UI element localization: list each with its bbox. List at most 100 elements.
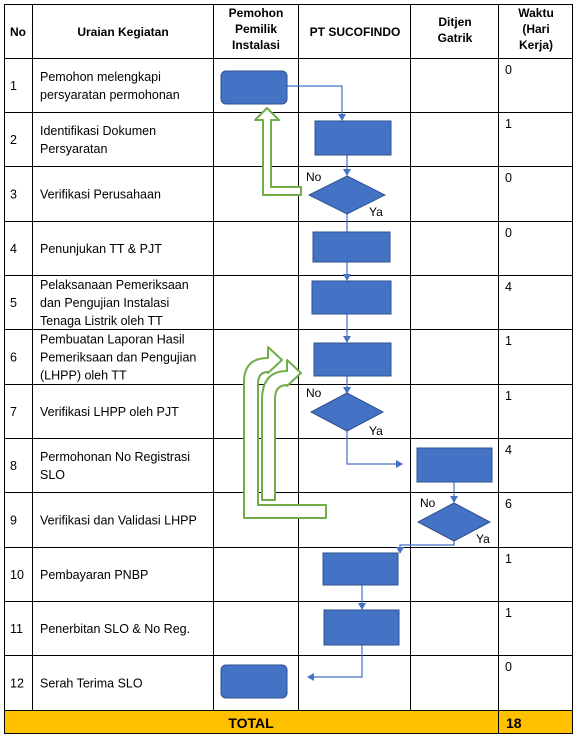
row-description-line: Penunjukan TT & PJT	[40, 242, 162, 256]
row-number: 6	[10, 351, 17, 365]
row-waktu: 0	[505, 226, 512, 240]
process-serah-terima-pemohon	[220, 664, 288, 699]
table-row: 4 Penunjukan TT & PJT 0	[10, 226, 512, 256]
header-uraian: Uraian Kegiatan	[77, 25, 168, 39]
row-description-line: Pembayaran PNBP	[40, 568, 148, 582]
row-waktu: 6	[505, 497, 512, 511]
table-header: No Uraian Kegiatan Pemohon Pemilik Insta…	[10, 6, 554, 52]
process-pembayaran-pnbp	[322, 552, 399, 586]
row-waktu: 1	[505, 606, 512, 620]
connector-1-2	[287, 85, 346, 121]
row-waktu: 0	[505, 660, 512, 674]
row-description-line: Verifikasi dan Validasi LHPP	[40, 514, 197, 528]
total-label: TOTAL	[228, 715, 274, 731]
row-description-line: Pemeriksaan dan Pengujian	[40, 351, 196, 365]
loop-arrow-outer	[243, 346, 327, 519]
decision-labels: No Ya No Ya No Ya	[306, 170, 490, 546]
flow-shapes	[220, 70, 493, 699]
row-number: 9	[10, 514, 17, 528]
row-description-line: Penerbitan SLO & No Reg.	[40, 622, 190, 636]
table-row: 1 Pemohon melengkapi persyaratan permohona…	[10, 63, 512, 102]
table-row: 5 Pelaksanaan Pemeriksaan dan Pengujian In…	[10, 278, 512, 328]
table-row: 9 Verifikasi dan Validasi LHPP 6	[10, 497, 512, 528]
table-grid	[4, 4, 573, 734]
header-waktu-2: (Hari	[522, 22, 549, 36]
table-row: 11 Penerbitan SLO & No Reg. 1	[10, 606, 512, 636]
row-waktu: 0	[505, 63, 512, 77]
row-description-line: (LHPP) oleh TT	[40, 369, 127, 383]
row-waktu: 0	[505, 171, 512, 185]
header-waktu-1: Waktu	[518, 6, 554, 20]
decision-7-no-label: No	[306, 386, 322, 400]
header-waktu-3: Kerja)	[519, 38, 553, 52]
row-number: 12	[10, 677, 24, 691]
row-description-line: Pelaksanaan Pemeriksaan	[40, 278, 189, 292]
decision-9-no-label: No	[420, 496, 436, 510]
row-number: 5	[10, 296, 17, 310]
header-pemohon-1: Pemohon	[229, 6, 284, 20]
row-description-line: dan Pengujian Instalasi	[40, 296, 169, 310]
process-penerbitan-slo	[323, 609, 400, 646]
process-pelaksanaan	[311, 280, 392, 315]
loop-arrow-verifikasi-perusahaan	[254, 107, 302, 196]
table-row: 10 Pembayaran PNBP 1	[10, 552, 512, 582]
row-number: 1	[10, 79, 17, 93]
row-number: 8	[10, 459, 17, 473]
decision-verifikasi-perusahaan	[307, 175, 387, 215]
loop-arrow-inner	[261, 359, 302, 501]
row-waktu: 4	[505, 280, 512, 294]
row-description-line: Pemohon melengkapi	[40, 70, 161, 84]
row-number: 2	[10, 133, 17, 147]
process-permohonan-registrasi	[416, 447, 493, 483]
row-description-line: persyaratan permohonan	[40, 88, 180, 102]
row-number: 3	[10, 188, 17, 202]
decision-verifikasi-validasi	[416, 502, 492, 542]
row-waktu: 1	[505, 334, 512, 348]
process-laporan-lhpp	[313, 342, 392, 377]
row-description-line: Verifikasi LHPP oleh PJT	[40, 405, 179, 419]
row-number: 4	[10, 242, 17, 256]
total-value: 18	[506, 715, 522, 731]
row-waktu: 4	[505, 443, 512, 457]
process-identifikasi	[314, 120, 392, 156]
row-number: 10	[10, 568, 24, 582]
table-row: 3 Verifikasi Perusahaan 0	[10, 171, 512, 202]
process-start-pemohon	[220, 70, 288, 105]
row-waktu: 1	[505, 117, 512, 131]
row-number: 7	[10, 405, 17, 419]
row-description-line: SLO	[40, 468, 65, 482]
row-description-line: Tenaga Listrik oleh TT	[40, 314, 163, 328]
header-ditjen-2: Gatrik	[438, 31, 473, 45]
decision-9-yes-label: Ya	[476, 532, 490, 546]
decision-verifikasi-lhpp	[309, 392, 385, 432]
row-description-line: Serah Terima SLO	[40, 677, 143, 691]
header-sucofindo: PT SUCOFINDO	[310, 25, 401, 39]
connector-7-8	[346, 431, 403, 468]
total-row-background	[4, 710, 573, 734]
header-ditjen-1: Ditjen	[438, 15, 471, 29]
connector-9-10	[396, 541, 455, 554]
row-description-line: Permohonan No Registrasi	[40, 450, 190, 464]
row-description-line: Persyaratan	[40, 142, 107, 156]
table-row: 7 Verifikasi LHPP oleh PJT 1	[10, 389, 512, 419]
row-waktu: 1	[505, 389, 512, 403]
table-rows: 1 Pemohon melengkapi persyaratan permohona…	[10, 63, 512, 691]
decision-3-no-label: No	[306, 170, 322, 184]
connector-11-12	[307, 645, 363, 681]
table-row: 12 Serah Terima SLO 0	[10, 660, 512, 691]
header-pemohon-2: Pemilik	[235, 22, 277, 36]
process-penunjukan	[312, 231, 391, 263]
header-pemohon-3: Instalasi	[232, 38, 280, 52]
row-waktu: 1	[505, 552, 512, 566]
row-description-line: Verifikasi Perusahaan	[40, 188, 161, 202]
decision-3-yes-label: Ya	[369, 205, 383, 219]
header-no: No	[10, 25, 26, 39]
row-number: 11	[10, 622, 23, 636]
decision-7-yes-label: Ya	[369, 424, 383, 438]
connectors	[287, 85, 458, 681]
row-description-line: Pembuatan Laporan Hasil	[40, 333, 185, 347]
